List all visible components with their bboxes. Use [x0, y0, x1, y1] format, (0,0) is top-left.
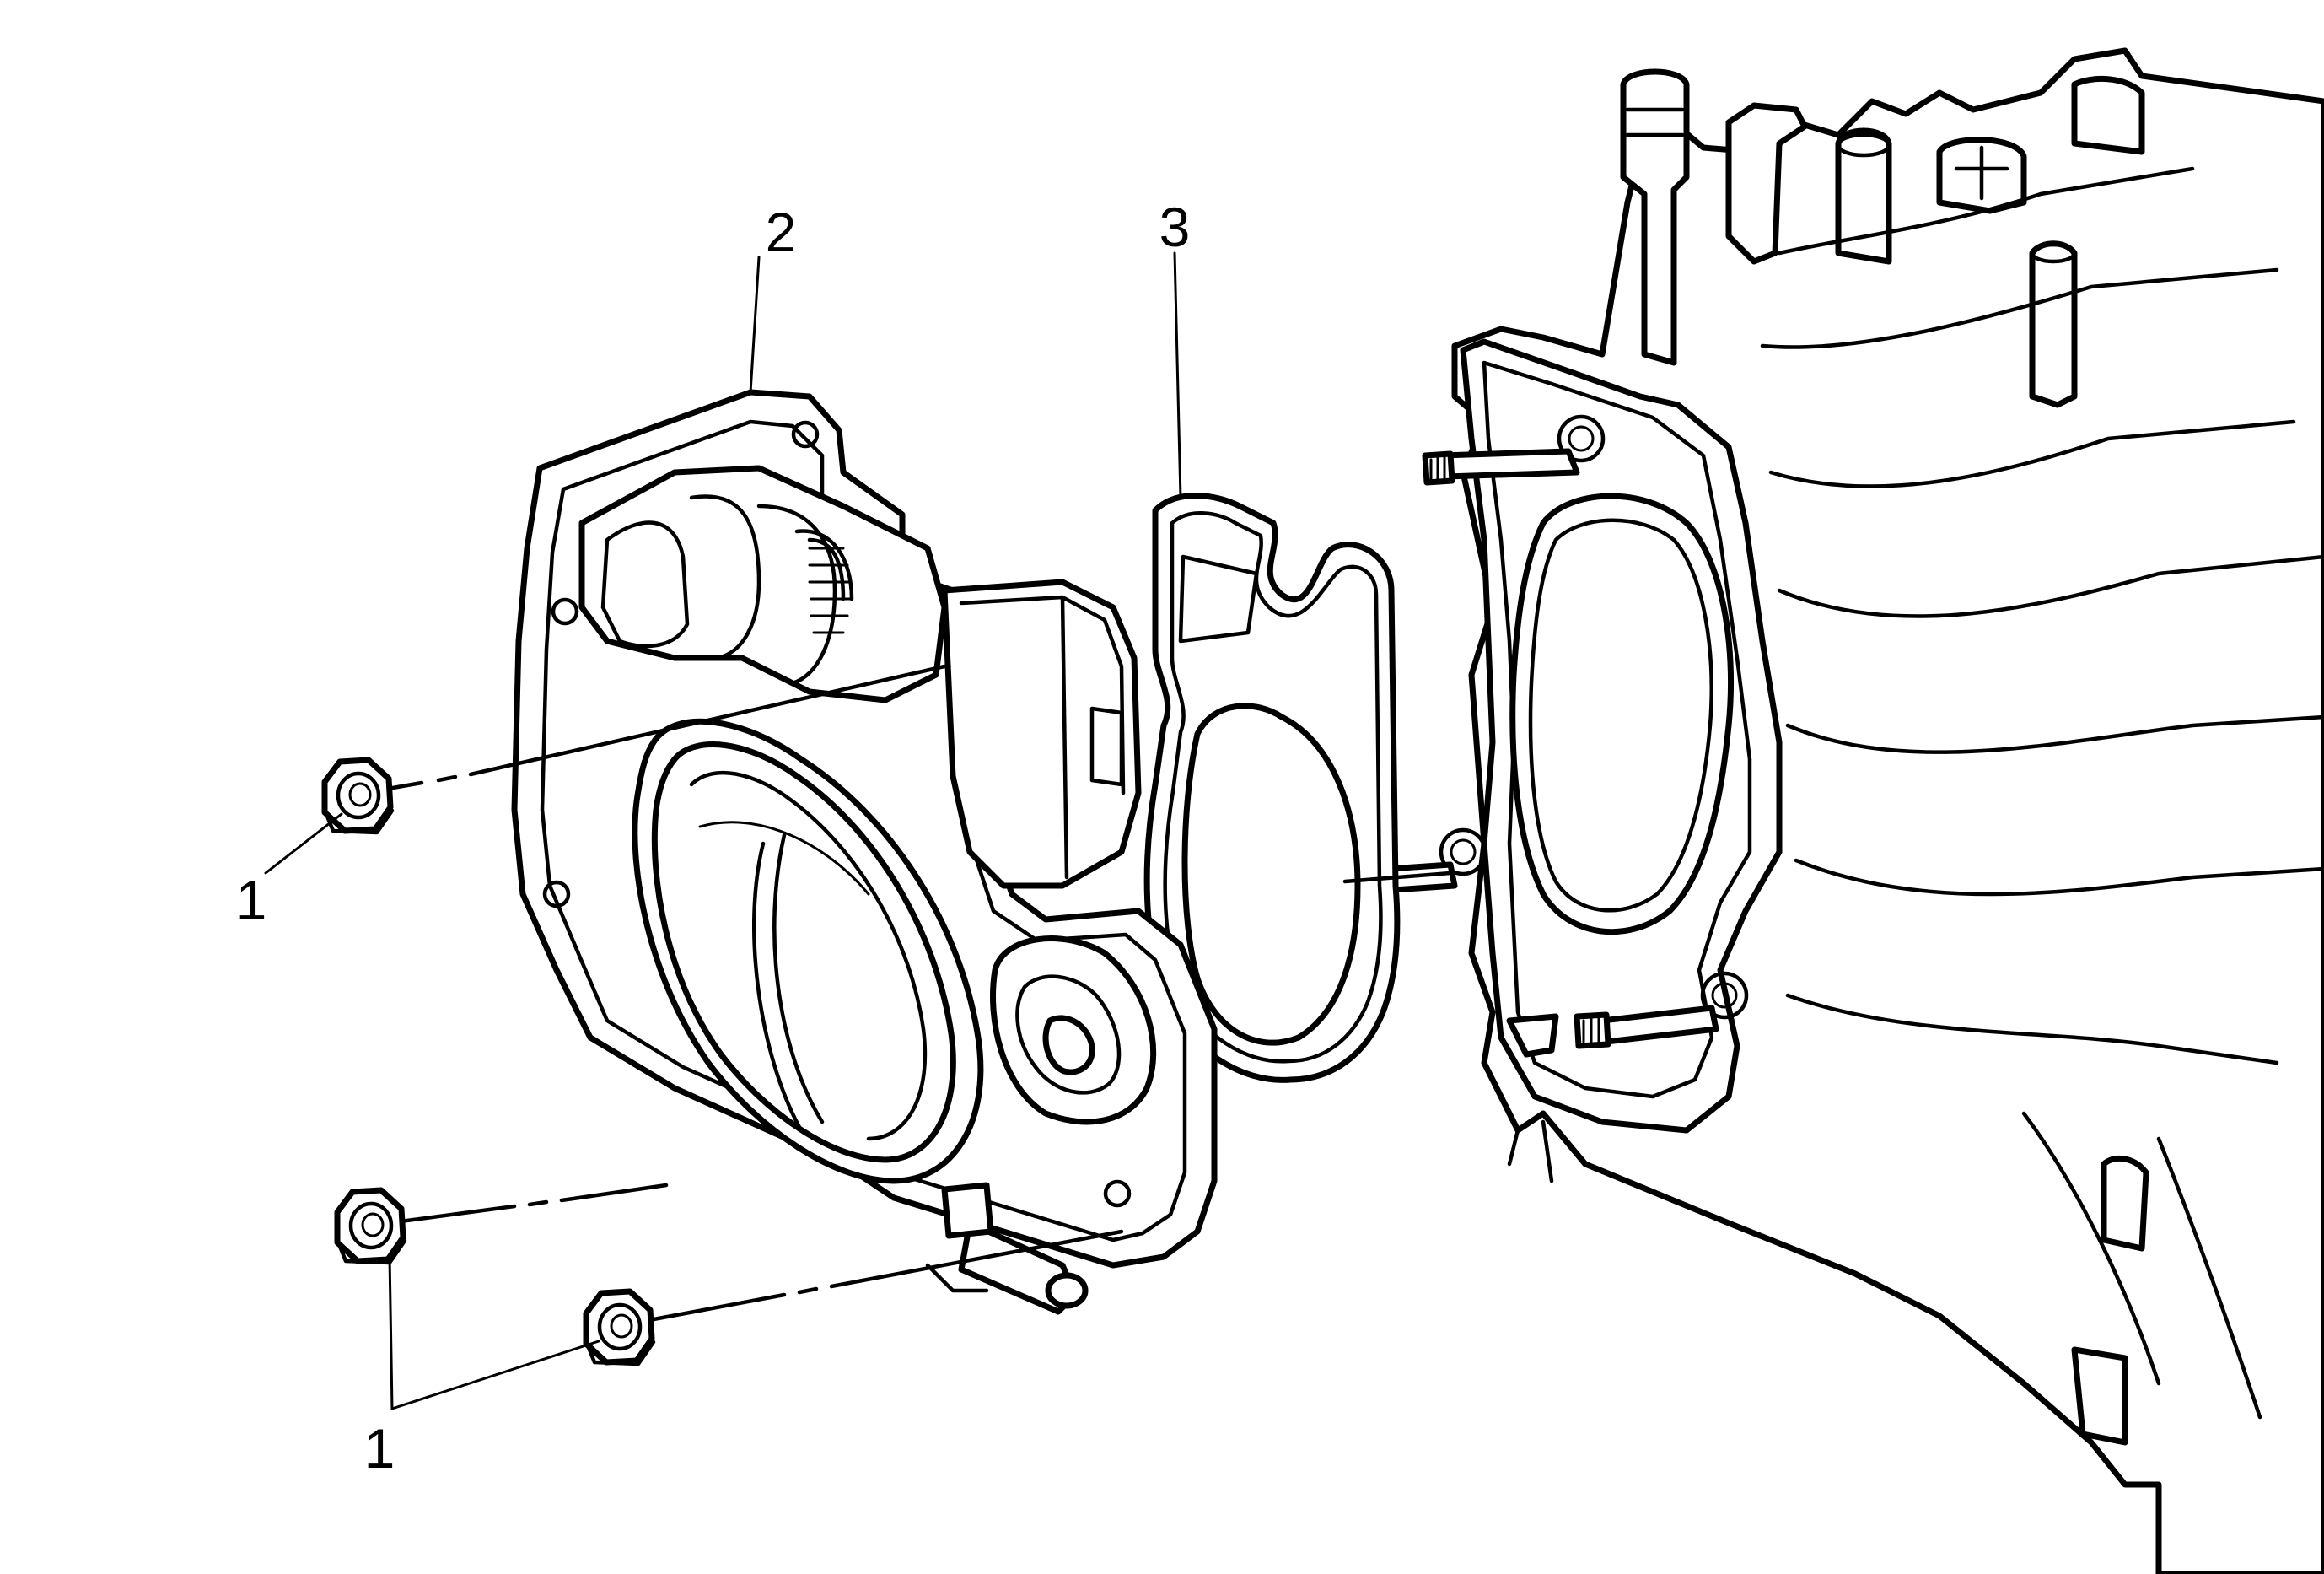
intake-manifold [1439, 47, 2324, 1574]
flange-nut-lower [583, 1288, 656, 1366]
centerline-gasket-stud [1342, 871, 1453, 884]
centerline-lower-dot-1 [797, 1286, 819, 1295]
callout-label-3: 3 [1159, 196, 1191, 258]
callout-labels: 1 2 3 1 [236, 196, 1191, 1480]
flange-nut-middle [334, 1187, 407, 1265]
assembly-centerlines [385, 664, 1453, 1323]
leader-line-1-lower-b [390, 1340, 600, 1410]
leader-lines [264, 251, 1182, 1410]
leader-line-1-lower-a [388, 1255, 394, 1410]
throttle-body [511, 389, 1218, 1315]
leader-line-3 [1173, 251, 1182, 499]
callout-label-2: 2 [766, 201, 797, 263]
gasket [1143, 493, 1401, 1083]
centerline-mid-dash-1 [398, 1204, 517, 1224]
centerline-lower-dash-1 [647, 1292, 787, 1323]
centerline-upper-dot-1 [436, 774, 458, 783]
centerline-upper-solid [468, 664, 947, 777]
flange-nut-upper [321, 757, 395, 835]
centerline-upper-dash-1 [385, 780, 424, 791]
callout-label-1-lower: 1 [364, 1417, 395, 1480]
leader-line-2 [749, 256, 761, 394]
callout-label-1-upper: 1 [236, 869, 267, 931]
leader-line-1-upper [264, 812, 343, 875]
centerline-lower-solid [829, 1229, 1124, 1289]
centerline-mid-dot-1 [527, 1199, 549, 1207]
centerline-mid-solid [559, 1183, 669, 1203]
